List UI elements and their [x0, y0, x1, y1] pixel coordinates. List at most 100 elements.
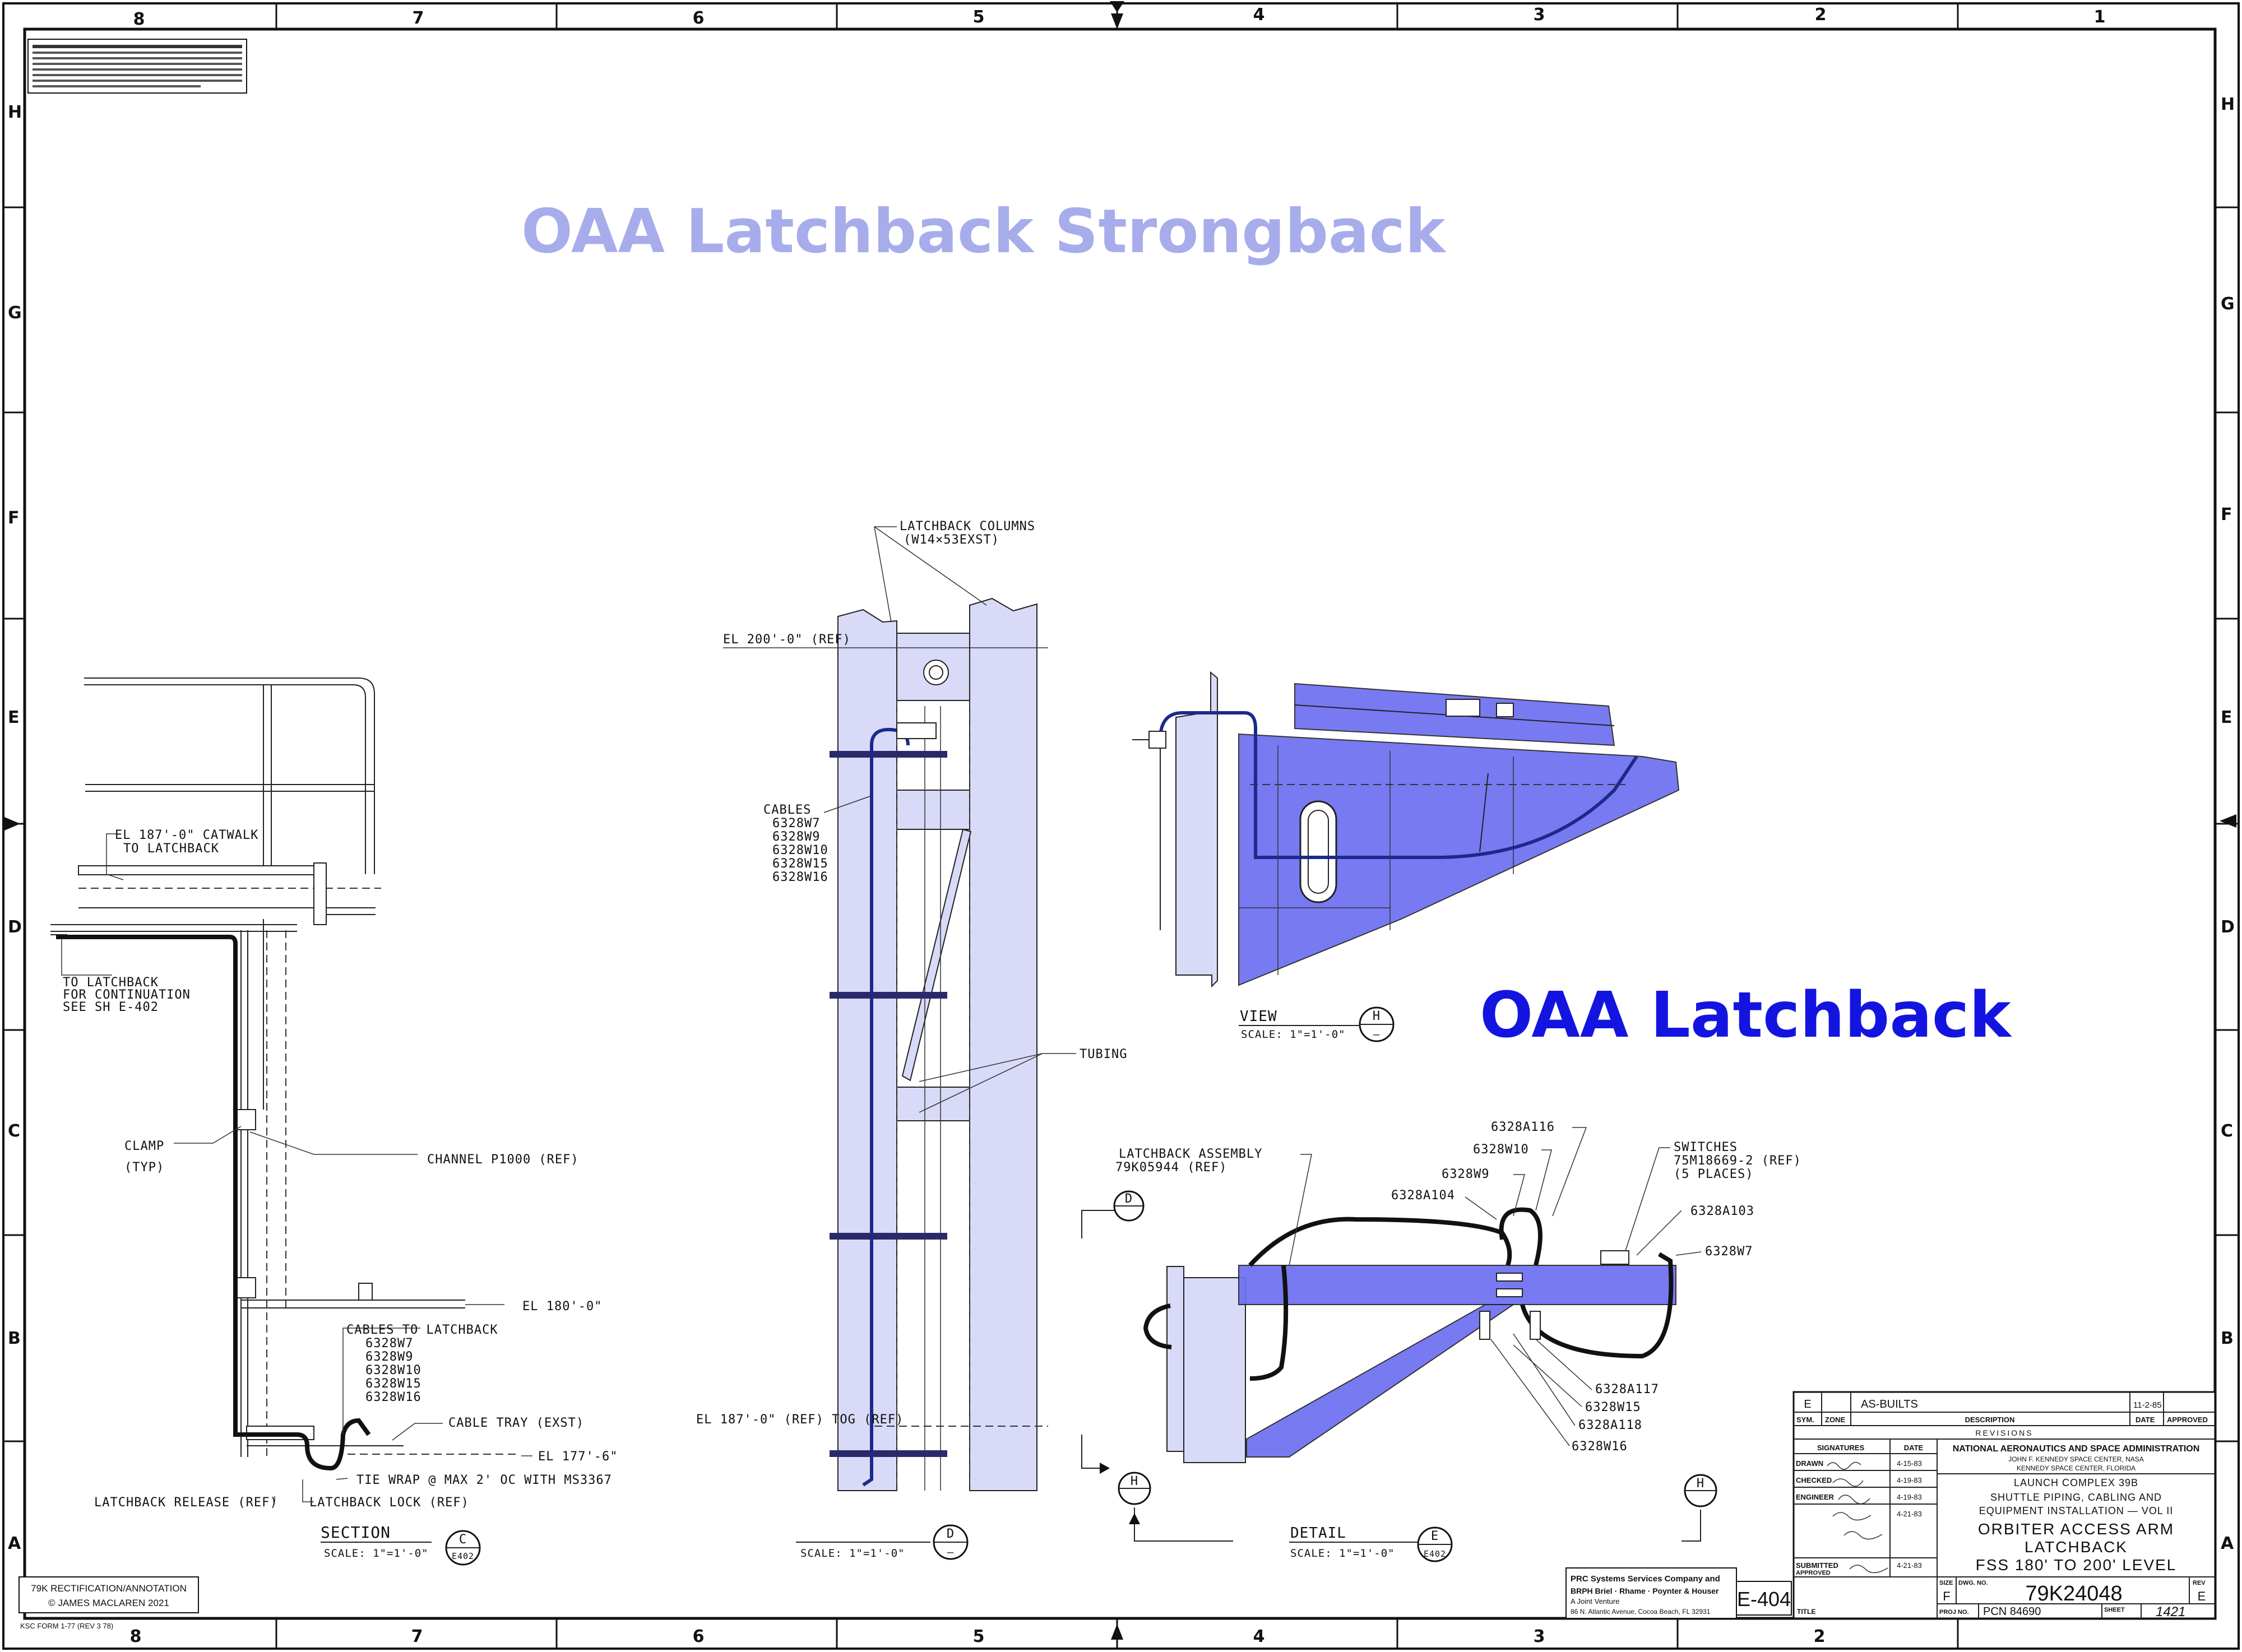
notice-box	[27, 39, 247, 94]
zone-row-label: G	[2221, 294, 2235, 314]
switches-label: SWITCHES	[1674, 1140, 1738, 1154]
el-177-label: EL 177'-6"	[538, 1450, 618, 1464]
el-200-label: EL 200'-0" (REF)	[723, 633, 851, 647]
catwalk-label: TO LATCHBACK	[123, 842, 219, 856]
subject-line: ORBITER ACCESS ARM	[1978, 1520, 2174, 1538]
mount-frame	[1166, 1266, 1184, 1452]
bubble-bottom: E402	[452, 1551, 474, 1561]
view-d-scale: SCALE: 1"=1'-0"	[800, 1547, 905, 1560]
part-label: 6328W9	[1442, 1167, 1489, 1181]
sheet-label: SHEET	[2104, 1607, 2125, 1613]
rev-date: 11-2-85	[2133, 1400, 2162, 1410]
zone-row-label: F	[8, 508, 20, 528]
section-c-drawing: EL 187'-0" CATWALK TO LATCHBACK TO LATCH…	[50, 677, 618, 1566]
contractor-line: BRPH Briel · Rhame · Poynter & Houser	[1571, 1586, 1719, 1595]
zone-col-label: 1	[2094, 7, 2106, 27]
mid-plate	[896, 790, 970, 830]
zone-row-label: A	[2221, 1534, 2234, 1553]
view-d-strongback: LATCHBACK COLUMNS (W14×53EXST) EL 200'-0…	[696, 519, 1127, 1560]
project-line: SHUTTLE PIPING, CABLING AND	[1990, 1492, 2162, 1503]
contractor-line: A Joint Venture	[1571, 1597, 1619, 1605]
el-180-label: EL 180'-0"	[522, 1300, 602, 1314]
subject-line: FSS 180' TO 200' LEVEL	[1976, 1556, 2177, 1574]
cable-id: 6328W16	[772, 870, 828, 884]
lock-label: LATCHBACK LOCK (REF)	[309, 1496, 469, 1510]
cable-id: 6328W16	[365, 1390, 421, 1404]
columns-label: LATCHBACK COLUMNS	[900, 519, 1035, 533]
switches-label: (5 PLACES)	[1674, 1167, 1753, 1181]
lower-plate	[896, 1087, 970, 1121]
part-label: 6328W16	[1572, 1440, 1628, 1454]
zone-col-label: 7	[413, 8, 424, 28]
proj-label: PROJ NO.	[1939, 1609, 1969, 1616]
zone-col-label: 7	[411, 1627, 423, 1646]
view-h-scale: SCALE: 1"=1'-0"	[1241, 1028, 1346, 1041]
complex-name: LAUNCH COMPLEX 39B	[2014, 1477, 2138, 1488]
part-label: 6328A103	[1690, 1204, 1754, 1218]
zone-row-label: C	[2221, 1121, 2233, 1141]
form-number: KSC FORM 1-77 (REV 3 78)	[20, 1622, 113, 1630]
zone-row-label: B	[2221, 1329, 2234, 1348]
cable-id: 6328W7	[772, 816, 820, 830]
revisions-header: REVISIONS	[1975, 1428, 2033, 1437]
bubble-top: D	[947, 1527, 955, 1541]
cable-id: 6328W9	[772, 830, 820, 844]
bubble-bottom: —	[947, 1546, 954, 1558]
bubble-top: H	[1373, 1009, 1381, 1023]
marker-h: H	[1131, 1474, 1138, 1488]
contractor-line: 86 N. Atlantic Avenue, Cocoa Beach, FL 3…	[1571, 1608, 1711, 1616]
zone-col-label: 4	[1253, 5, 1265, 25]
zone-row-label: E	[2221, 708, 2232, 727]
date-header: DATE	[1904, 1444, 1924, 1452]
zone-row-label: G	[8, 303, 22, 323]
part-label: 6328W15	[1585, 1400, 1641, 1414]
zone-col-label: 4	[1253, 1627, 1265, 1646]
contractor-block: PRC Systems Services Company and BRPH Br…	[1565, 1567, 1792, 1619]
continuation-label: FOR CONTINUATION	[63, 988, 191, 1002]
bubble-top: E	[1431, 1529, 1439, 1543]
zone-row-label: D	[2221, 917, 2235, 937]
switches-label: 75M18669-2 (REF)	[1674, 1154, 1801, 1168]
detail-main-beam	[1238, 1265, 1676, 1305]
signatures-header: SIGNATURES	[1817, 1444, 1865, 1452]
center-line: JOHN F. KENNEDY SPACE CENTER, NASA	[2008, 1455, 2144, 1463]
zone-col-label: 5	[973, 1627, 985, 1646]
assembly-label: 79K05944 (REF)	[1115, 1161, 1227, 1175]
continuation-label: TO LATCHBACK	[63, 976, 159, 990]
marker-d: D	[1125, 1192, 1133, 1206]
zone-col-label: 2	[1815, 5, 1827, 25]
contractor-line: PRC Systems Services Company and	[1571, 1574, 1720, 1584]
rev-header: SYM.	[1796, 1416, 1814, 1424]
zone-row-label: B	[8, 1329, 21, 1348]
zone-row-label: F	[2221, 505, 2232, 525]
sign-date: 4-19-83	[1897, 1493, 1922, 1501]
zone-col-label: 8	[133, 10, 145, 29]
size-label: SIZE	[1939, 1580, 1953, 1586]
size-value: F	[1943, 1589, 1950, 1603]
bubble-bottom: —	[1373, 1028, 1380, 1041]
rev-description: AS-BUILTS	[1861, 1398, 1918, 1410]
cable-id: 6328W15	[772, 857, 828, 871]
rev-label: REV	[2193, 1580, 2206, 1586]
role-label: APPROVED	[1796, 1570, 1831, 1576]
copyright-box: 79K RECTIFICATION/ANNOTATION © JAMES MAC…	[18, 1576, 199, 1613]
release-label: LATCHBACK RELEASE (REF)	[94, 1496, 278, 1510]
zone-col-label: 6	[693, 1627, 705, 1646]
columns-label: (W14×53EXST)	[904, 533, 999, 547]
bubble-bottom: E402	[1424, 1549, 1446, 1559]
sheet-number: 1421	[2156, 1604, 2185, 1619]
marker-h: H	[1697, 1477, 1704, 1491]
cable-id: 6328W9	[365, 1350, 413, 1364]
cable-id: 6328W10	[772, 843, 828, 857]
project-line: EQUIPMENT INSTALLATION — VOL II	[1979, 1505, 2173, 1516]
detail-brace	[1246, 1304, 1516, 1458]
part-label: 6328A117	[1595, 1382, 1659, 1396]
sheet-id: E-404	[1737, 1588, 1791, 1611]
bubble-top: C	[459, 1533, 467, 1547]
subject-line: LATCHBACK	[2025, 1538, 2128, 1556]
detail-scale: SCALE: 1"=1'-0"	[1290, 1547, 1395, 1560]
rev-header: DATE	[2136, 1416, 2155, 1424]
role-label: DRAWN	[1796, 1459, 1823, 1468]
continuation-label: SEE SH E-402	[63, 1000, 159, 1014]
